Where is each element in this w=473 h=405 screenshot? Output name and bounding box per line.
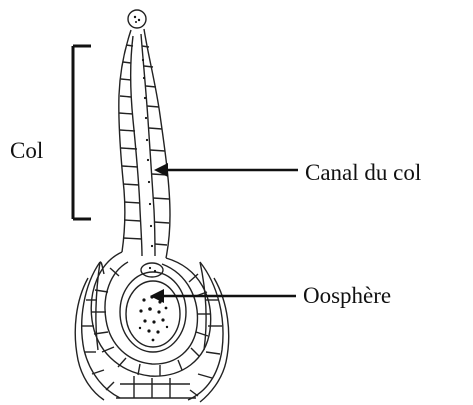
cap-cell [128, 10, 146, 28]
neck-cells-right [142, 46, 169, 245]
bracts [75, 262, 228, 402]
col-bracket [73, 46, 91, 219]
canal-label: Canal du col [305, 160, 421, 186]
venter [91, 252, 210, 376]
col-label: Col [10, 138, 43, 164]
neck-walls [119, 29, 170, 258]
canal-arrow [154, 163, 298, 177]
oosphere-label: Oosphère [303, 283, 391, 309]
